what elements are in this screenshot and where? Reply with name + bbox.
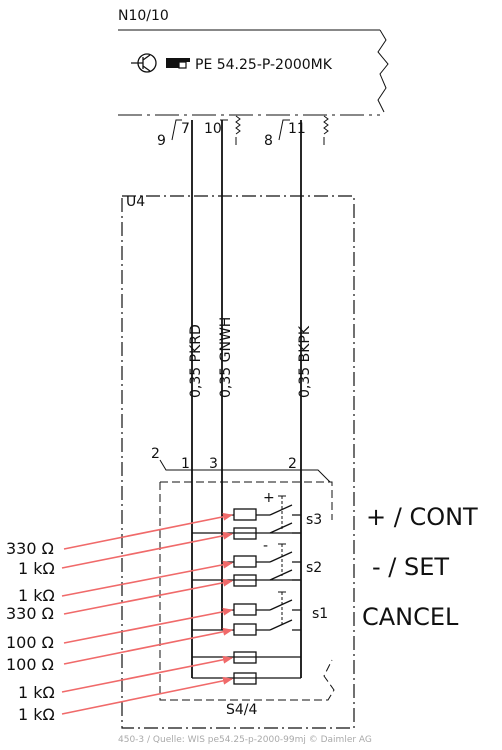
wire-label: 0,35 GNWH bbox=[218, 317, 234, 398]
resistor-value: 330 Ω bbox=[6, 539, 54, 558]
pointer-arrow bbox=[63, 512, 233, 550]
source-footer: 450-3 / Quelle: WIS pe54.25-p-2000-99mj … bbox=[118, 735, 372, 745]
bottom-pin-label: 3 bbox=[209, 456, 218, 472]
pointer-arrow bbox=[63, 607, 233, 644]
switch-contacts bbox=[269, 495, 301, 631]
pointer-arrow bbox=[61, 655, 233, 693]
function-label-minus-set: - / SET bbox=[372, 553, 449, 581]
resistor-value: 1 kΩ bbox=[18, 586, 55, 605]
resistor-value: 100 Ω bbox=[6, 633, 54, 652]
bottom-pin-label: 1 bbox=[181, 456, 190, 472]
resistor-value: 1 kΩ bbox=[18, 559, 55, 578]
switch-group-label: S4/4 bbox=[226, 702, 258, 718]
reference-code: PE 54.25-P-2000MK bbox=[195, 57, 333, 73]
top-pin-label: 7 bbox=[181, 121, 190, 137]
resistor-icon bbox=[233, 527, 257, 540]
wire-label: 0,35 PKRD bbox=[188, 324, 204, 398]
switch-name: s2 bbox=[306, 560, 322, 576]
resistor-icon bbox=[233, 508, 257, 521]
top-pin-label: 8 bbox=[264, 133, 273, 149]
reference-hand-icon bbox=[166, 58, 190, 69]
function-label-plus-cont: + / CONT bbox=[366, 503, 478, 531]
pointer-arrow bbox=[63, 627, 233, 665]
resistor-value: 100 Ω bbox=[6, 655, 54, 674]
top-connector: 9 7 10 8 11 bbox=[157, 115, 329, 149]
pointer-arrow bbox=[61, 560, 233, 597]
top-pin-label: 11 bbox=[288, 121, 306, 137]
switch-s3-icon bbox=[269, 495, 301, 534]
resistor-value: 1 kΩ bbox=[18, 705, 55, 724]
pointer-arrow bbox=[63, 578, 233, 615]
top-pin-label: 10 bbox=[204, 121, 222, 137]
top-pin-label: 9 bbox=[157, 133, 166, 149]
bottom-connector: 2 1 3 2 bbox=[151, 446, 331, 483]
resistor-network bbox=[233, 508, 257, 685]
resistor-value: 1 kΩ bbox=[18, 683, 55, 702]
switch-symbol: + bbox=[263, 490, 275, 506]
transistor-icon bbox=[131, 53, 157, 73]
switch-symbol: - bbox=[263, 538, 268, 554]
unit-box-outline bbox=[118, 29, 389, 116]
switch-s2-icon bbox=[269, 543, 301, 581]
pointer-arrow bbox=[61, 676, 233, 715]
resistor-icon bbox=[233, 651, 257, 664]
resistor-icon bbox=[233, 623, 257, 636]
unit-label: N10/10 bbox=[118, 8, 169, 24]
switch-name: s3 bbox=[306, 512, 322, 528]
connector-number: 2 bbox=[151, 446, 160, 462]
bottom-pin-label: 2 bbox=[288, 456, 297, 472]
resistor-value: 330 Ω bbox=[6, 604, 54, 623]
wire-bundle bbox=[191, 120, 302, 470]
resistor-icon bbox=[233, 574, 257, 587]
resistor-value-labels: 330 Ω 1 kΩ 1 kΩ 330 Ω 100 Ω 100 Ω 1 kΩ 1… bbox=[6, 539, 55, 724]
switch-name: s1 bbox=[312, 606, 328, 622]
resistor-pointer-arrows bbox=[61, 512, 233, 715]
module-outline bbox=[121, 195, 355, 729]
function-label-cancel: CANCEL bbox=[362, 603, 459, 631]
wire-label: 0,35 BKPK bbox=[297, 325, 313, 398]
switch-s1-icon bbox=[269, 591, 301, 631]
resistor-icon bbox=[233, 672, 257, 685]
resistor-icon bbox=[233, 603, 257, 616]
resistor-icon bbox=[233, 555, 257, 568]
pointer-arrow bbox=[61, 531, 233, 569]
switch-unit-outline bbox=[159, 481, 335, 701]
module-label: U4 bbox=[126, 194, 145, 210]
